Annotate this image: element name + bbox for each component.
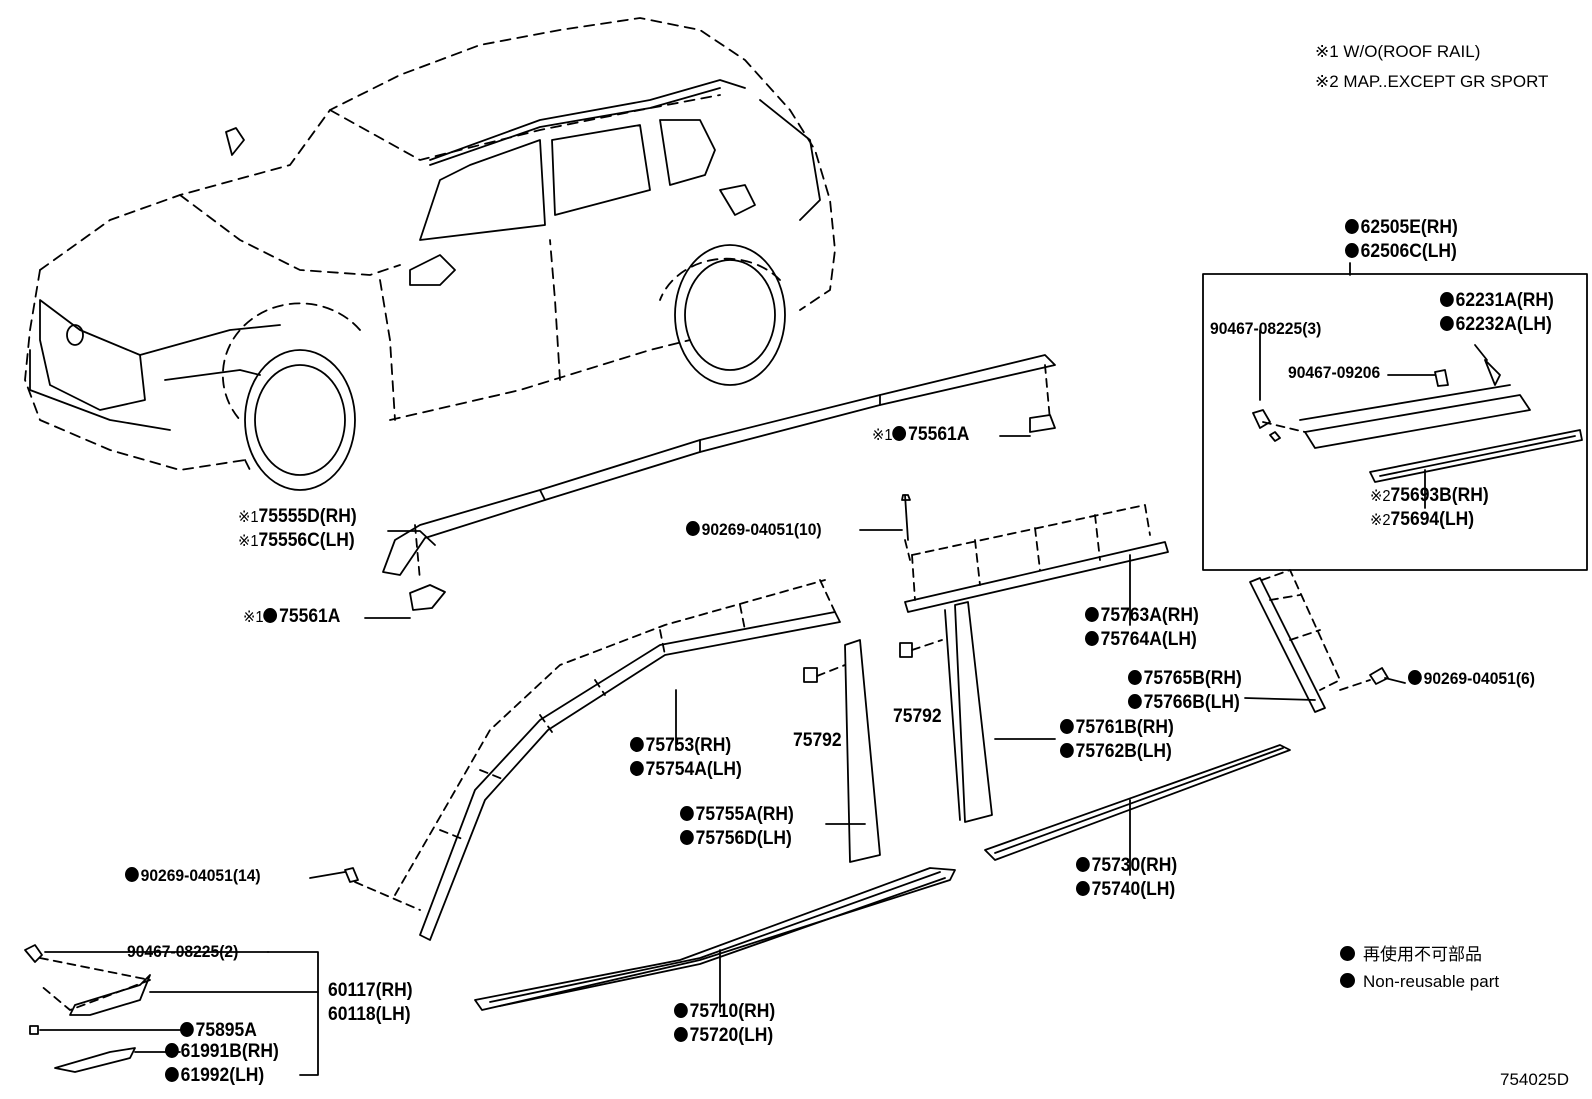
label-75755A: 75755A(RH) <box>680 804 794 826</box>
label-90269-04051-6: 90269-04051(6) <box>1408 668 1535 690</box>
non-reusable-dot-icon <box>1060 743 1074 758</box>
non-reusable-dot-icon <box>1128 670 1142 685</box>
non-reusable-dot-icon <box>180 1022 194 1037</box>
label-60117: 60117(RH) <box>328 980 413 1001</box>
label-75895A: 75895A <box>180 1020 257 1042</box>
non-reusable-dot-icon <box>1060 719 1074 734</box>
non-reusable-dot-icon <box>1076 857 1090 872</box>
non-reusable-dot-icon <box>686 521 700 536</box>
front-pillar-garnish <box>803 601 993 863</box>
rear-belt-molding <box>984 744 1291 861</box>
non-reusable-dot-icon <box>1340 946 1355 961</box>
label-75766B: 75766B(LH) <box>1128 692 1240 714</box>
label-75765B: 75765B(RH) <box>1128 668 1242 690</box>
label-75754A: 75754A(LH) <box>630 759 742 781</box>
label-75555D: ※175555D(RH) <box>238 506 357 527</box>
label-75792-a: 75792 <box>793 730 842 751</box>
label-75730: 75730(RH) <box>1076 855 1177 877</box>
label-75764A: 75764A(LH) <box>1085 629 1197 651</box>
leader-lines <box>39 262 1488 1076</box>
vehicle-front <box>29 99 821 491</box>
front-door-frame-molding <box>394 579 841 941</box>
note-roof-rail: ※1 W/O(ROOF RAIL) <box>1315 42 1481 61</box>
label-62506C: 62506C(LH) <box>1345 241 1457 263</box>
clip-90269-04051-14 <box>344 867 359 883</box>
label-75694: ※275694(LH) <box>1370 509 1475 530</box>
rear-quarter-molding <box>1249 569 1389 713</box>
label-75693B: ※275693B(RH) <box>1370 485 1489 506</box>
label-75792-b: 75792 <box>893 706 942 727</box>
non-reusable-dot-icon <box>1440 316 1454 331</box>
non-reusable-dot-icon <box>1128 694 1142 709</box>
non-reusable-dot-icon <box>125 867 139 882</box>
legend-english: Non-reusable part <box>1340 972 1499 992</box>
label-90269-04051-14: 90269-04051(14) <box>125 865 261 887</box>
non-reusable-dot-icon <box>630 761 644 776</box>
label-75556C: ※175556C(LH) <box>238 530 355 551</box>
label-62505E: 62505E(RH) <box>1345 217 1458 239</box>
label-75761B: 75761B(RH) <box>1060 717 1174 739</box>
non-reusable-dot-icon <box>680 830 694 845</box>
non-reusable-dot-icon <box>1085 631 1099 646</box>
note-map-gr-sport: ※2 MAP..EXCEPT GR SPORT <box>1315 72 1549 91</box>
rear-spoiler-inset <box>1202 273 1588 571</box>
label-75710: 75710(RH) <box>674 1001 775 1023</box>
label-75740: 75740(LH) <box>1076 879 1175 901</box>
label-61992: 61992(LH) <box>165 1065 264 1087</box>
mudguard-parts <box>24 944 151 1073</box>
non-reusable-dot-icon <box>1345 219 1359 234</box>
non-reusable-dot-icon <box>165 1067 179 1082</box>
non-reusable-dot-icon <box>263 608 278 623</box>
non-reusable-dot-icon <box>1085 607 1099 622</box>
non-reusable-dot-icon <box>680 806 694 821</box>
vehicle-windows <box>225 79 746 286</box>
non-reusable-dot-icon <box>674 1027 688 1042</box>
label-75720: 75720(LH) <box>674 1025 773 1047</box>
front-belt-molding <box>474 867 956 1011</box>
label-90269-04051-10: 90269-04051(10) <box>686 519 822 541</box>
non-reusable-dot-icon <box>165 1043 179 1058</box>
non-reusable-dot-icon <box>1076 881 1090 896</box>
label-60118: 60118(LH) <box>328 1004 411 1025</box>
non-reusable-dot-icon <box>1345 243 1359 258</box>
non-reusable-dot-icon <box>1340 973 1355 988</box>
rear-door-upper-molding <box>901 494 1169 613</box>
label-90467-09206: 90467-09206 <box>1288 363 1381 382</box>
label-75753: 75753(RH) <box>630 735 731 757</box>
label-75763A: 75763A(RH) <box>1085 605 1199 627</box>
vehicle-outline <box>24 17 836 471</box>
label-75762B: 75762B(LH) <box>1060 741 1172 763</box>
label-75756D: 75756D(LH) <box>680 828 792 850</box>
non-reusable-dot-icon <box>630 737 644 752</box>
non-reusable-dot-icon <box>892 426 907 441</box>
non-reusable-dot-icon <box>674 1003 688 1018</box>
legend-japanese: 再使用不可部品 <box>1340 945 1482 965</box>
label-62232A: 62232A(LH) <box>1440 314 1552 336</box>
label-90467-08225-3: 90467-08225(3) <box>1210 319 1322 338</box>
label-90467-08225-2: 90467-08225(2) <box>127 942 239 961</box>
non-reusable-dot-icon <box>1440 292 1454 307</box>
label-62231A: 62231A(RH) <box>1440 290 1554 312</box>
roof-molding <box>382 354 1056 611</box>
label-61991B: 61991B(RH) <box>165 1041 279 1063</box>
non-reusable-dot-icon <box>1408 670 1422 685</box>
figure-code: 754025D <box>1500 1070 1570 1089</box>
